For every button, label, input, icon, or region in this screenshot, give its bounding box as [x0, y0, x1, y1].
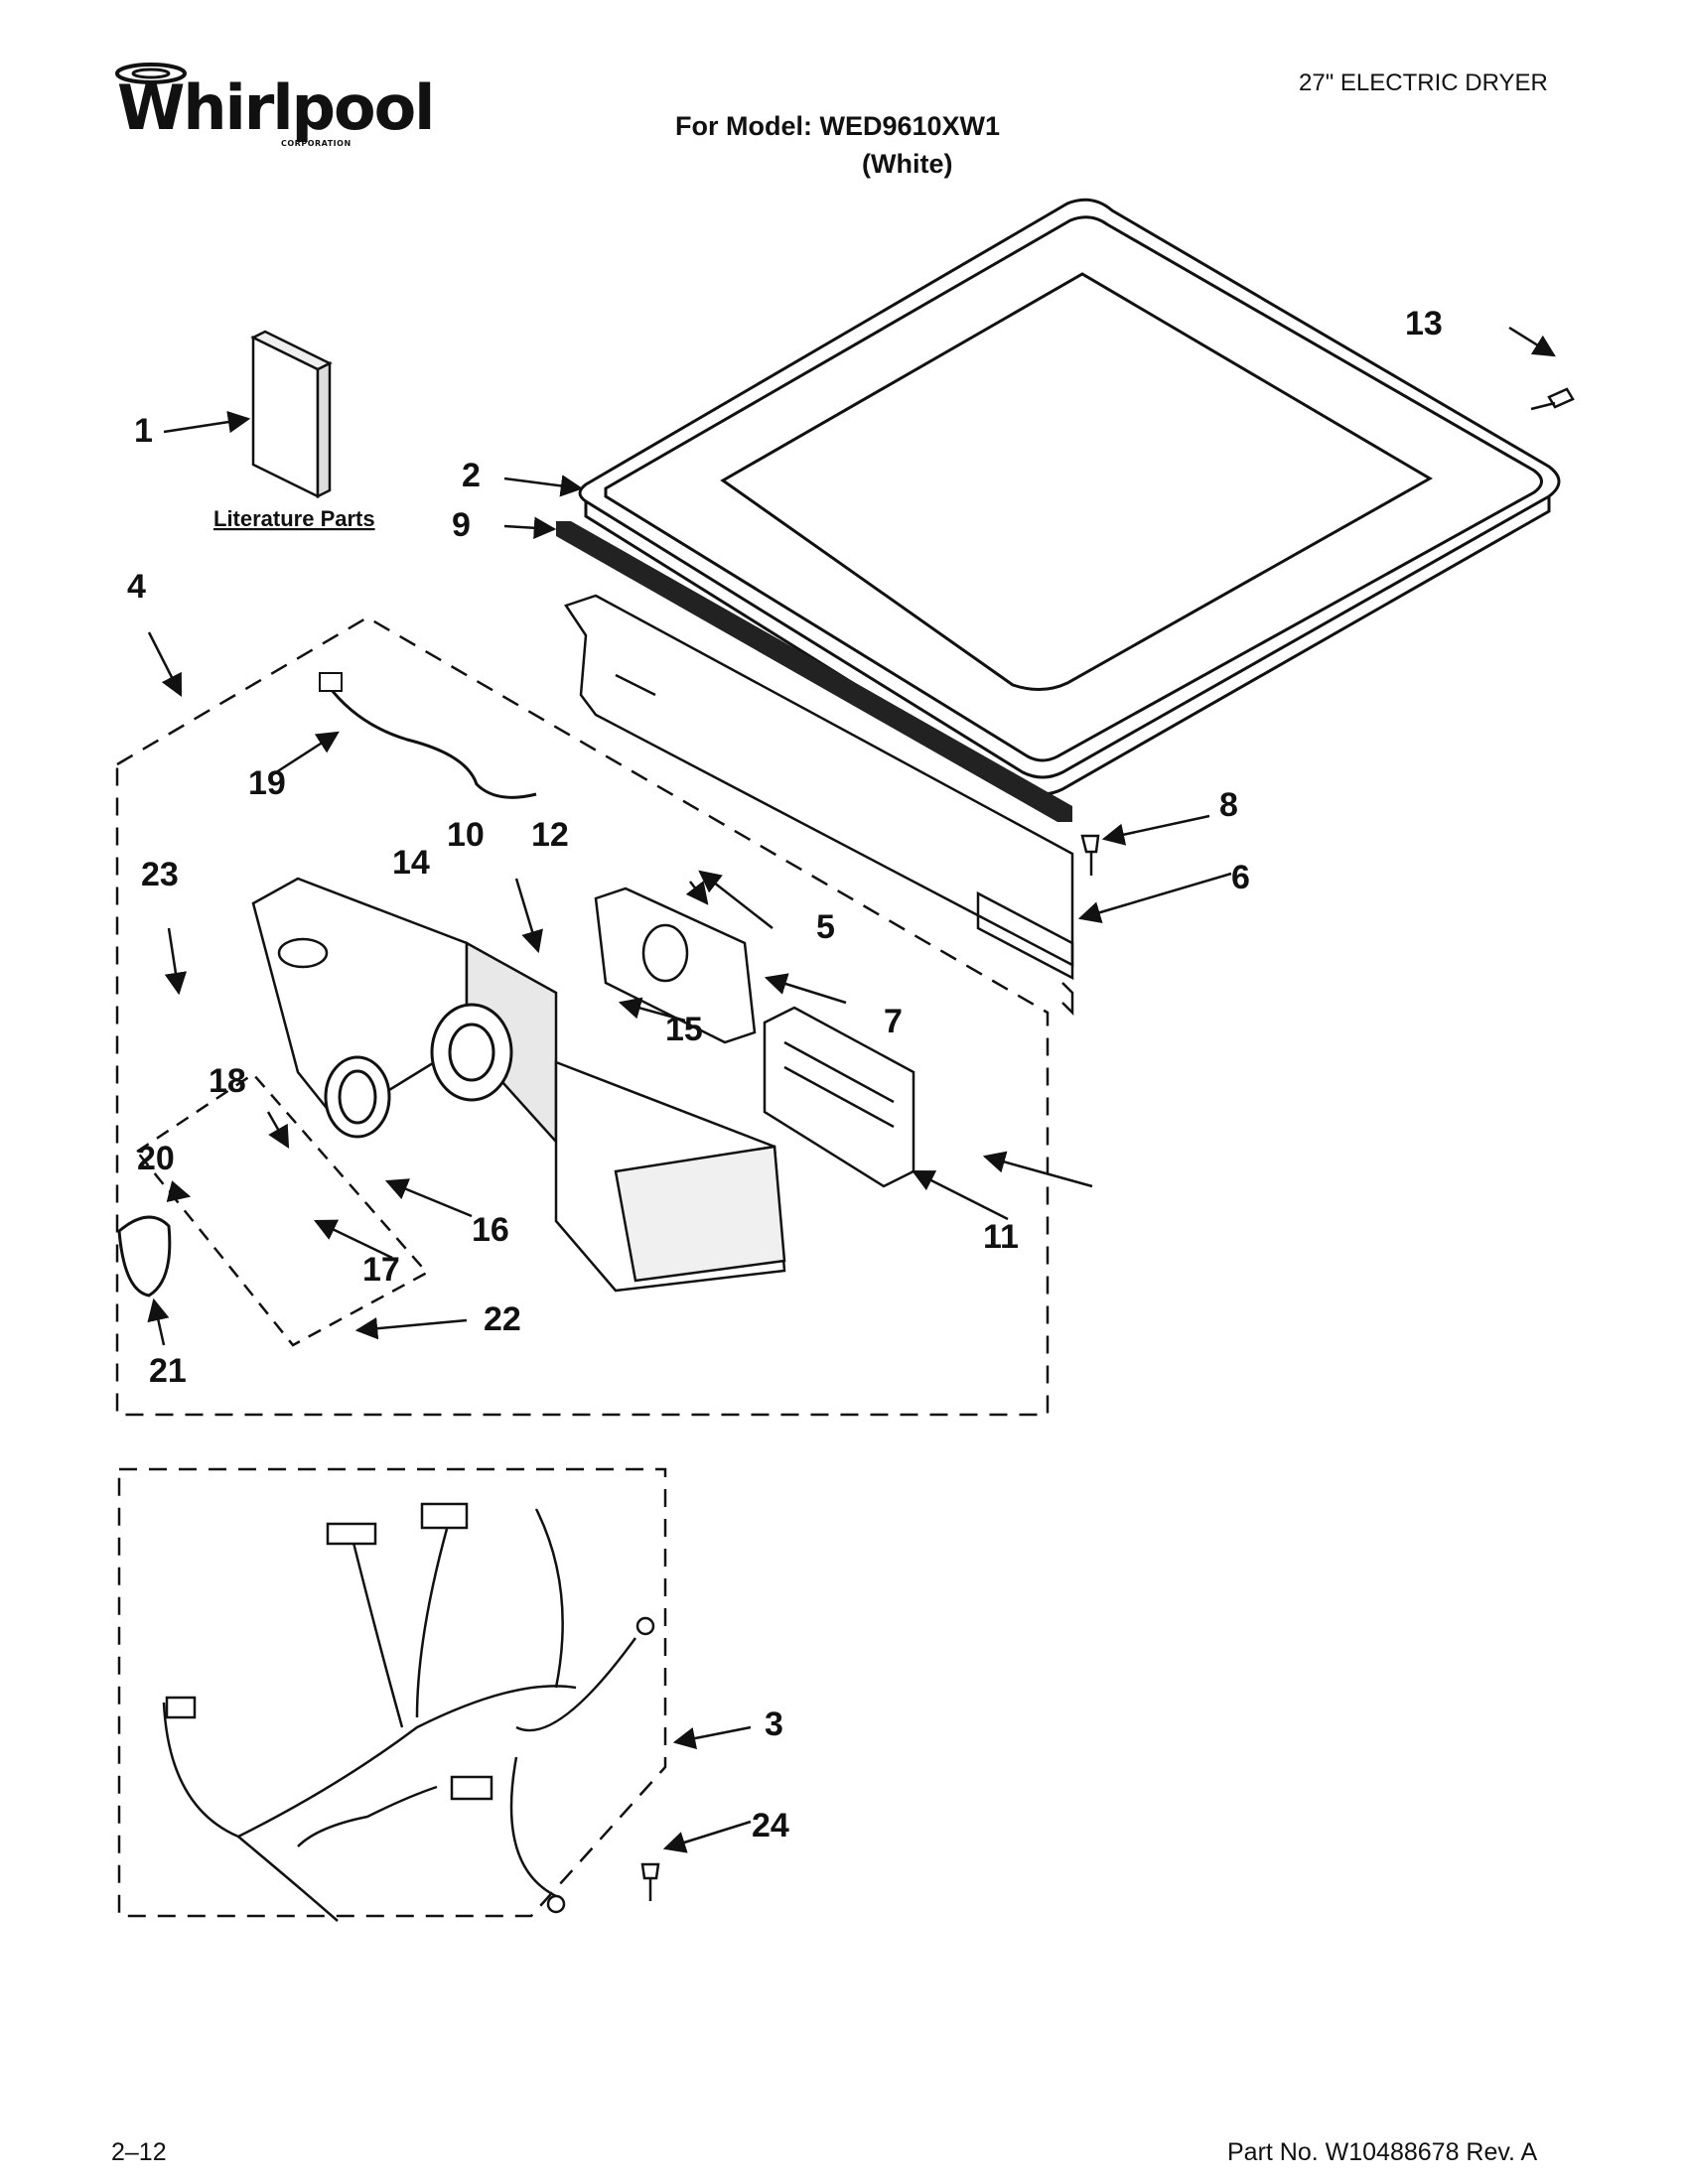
callout-leaders — [147, 326, 1556, 1853]
console-housing — [251, 877, 786, 1293]
callout-19: 19 — [248, 764, 286, 802]
callout-18: 18 — [209, 1062, 246, 1100]
main-wire-harness-outline — [117, 1467, 667, 1918]
callout-24: 24 — [752, 1807, 789, 1844]
harness-connector — [319, 672, 343, 692]
dial-ring — [324, 1003, 513, 1139]
logo-swirl-icon — [115, 63, 187, 84]
callout-10: 10 — [447, 816, 485, 854]
callout-3: 3 — [765, 1706, 783, 1743]
part-number: Part No. W10488678 Rev. A — [1227, 2138, 1538, 2166]
callout-1: 1 — [134, 412, 153, 450]
literature-booklet — [250, 330, 333, 499]
callout-8: 8 — [1219, 786, 1238, 824]
page-number: 2–12 — [111, 2138, 167, 2166]
callout-17: 17 — [362, 1251, 400, 1289]
callout-13: 13 — [1405, 305, 1443, 342]
console-support-bracket — [564, 594, 1074, 1017]
whirlpool-logo: Whirlpool — [115, 63, 435, 144]
top-panel — [578, 198, 1561, 796]
electronic-control-board — [763, 1006, 915, 1188]
brand-name: Whirlpool — [117, 71, 435, 144]
switch-harness — [326, 684, 537, 799]
callout-23: 23 — [141, 856, 179, 893]
callout-14: 14 — [392, 844, 430, 882]
callout-20: 20 — [137, 1140, 175, 1177]
model-color: (White) — [862, 149, 953, 179]
callout-22: 22 — [484, 1300, 521, 1338]
front-gasket-strip — [556, 521, 1072, 822]
model-title: For Model: WED9610XW1 — [675, 111, 1001, 141]
callout-2: 2 — [462, 457, 481, 494]
callout-15: 15 — [665, 1011, 703, 1048]
callout-4: 4 — [127, 568, 146, 606]
callout-16: 16 — [472, 1211, 509, 1249]
brand-subtitle: CORPORATION — [281, 139, 352, 148]
console-assembly-group-outline — [115, 615, 1050, 1417]
callout-7: 7 — [884, 1003, 903, 1040]
main-wire-harness — [162, 1502, 655, 1922]
callout-12: 12 — [531, 816, 569, 854]
callout-11: 11 — [983, 1218, 1019, 1256]
control-knob — [117, 1215, 172, 1297]
callout-5: 5 — [816, 908, 835, 946]
document-type: 27" ELECTRIC DRYER — [1299, 69, 1548, 96]
callout-6: 6 — [1231, 859, 1250, 896]
hardware-screws — [640, 387, 1575, 1901]
literature-parts-label: Literature Parts — [213, 506, 375, 531]
control-board-housing — [594, 887, 757, 1044]
callout-9: 9 — [452, 506, 471, 544]
callout-21: 21 — [149, 1352, 187, 1390]
